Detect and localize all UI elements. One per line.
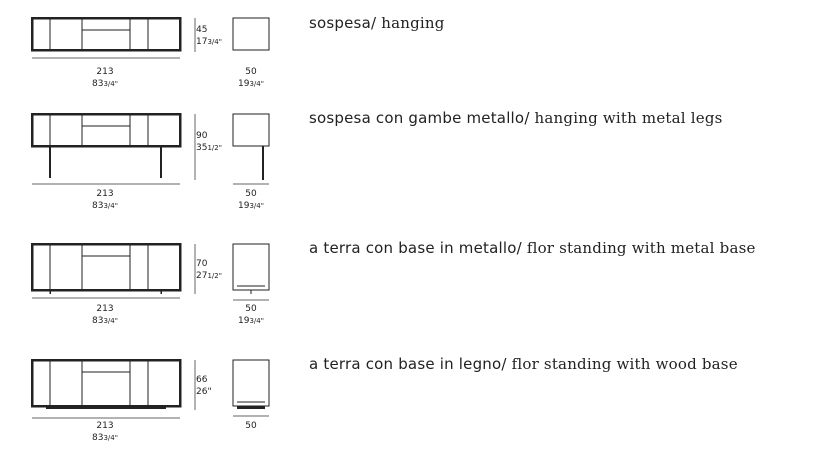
cabinet-outline xyxy=(30,112,182,148)
depth-in-fraction: 3/4" xyxy=(249,80,264,88)
side-view-drawing xyxy=(232,359,270,417)
depth-cm: 50 xyxy=(245,67,257,77)
cabinet-outline xyxy=(30,358,182,408)
depth-cm: 50 xyxy=(245,304,257,314)
height-dimension: 66 26" xyxy=(196,374,212,398)
side-outline xyxy=(232,359,270,407)
height-in: 17 xyxy=(196,37,208,47)
label-italian: a terra con base in legno xyxy=(309,355,502,373)
variant-row-hanging: 213 833/4" 45 173/4" 50 193/4" sospesa/ … xyxy=(0,0,820,110)
side-view-drawing xyxy=(232,113,270,185)
variant-label: sospesa/ hanging xyxy=(309,14,445,32)
front-view-drawing xyxy=(30,112,182,185)
depth-cm: 50 xyxy=(245,189,257,199)
front-view-drawing xyxy=(30,358,182,419)
width-dimension: 213 833/4" xyxy=(70,66,140,90)
front-view-drawing xyxy=(30,242,182,299)
label-english: hanging with metal legs xyxy=(534,109,723,127)
height-dimension-line xyxy=(194,360,196,410)
label-separator: / xyxy=(370,14,382,32)
height-in-fraction: 1/2" xyxy=(207,144,222,152)
width-dimension: 213 833/4" xyxy=(70,188,140,212)
variant-label: a terra con base in metallo/ flor standi… xyxy=(309,239,756,257)
height-dimension-line xyxy=(194,114,196,180)
height-cm: 90 xyxy=(196,131,208,141)
height-in: 35 xyxy=(196,143,208,153)
width-in: 83 xyxy=(92,79,104,89)
height-cm: 66 xyxy=(196,375,208,385)
label-italian: sospesa xyxy=(309,14,371,32)
label-italian: a terra con base in metallo xyxy=(309,239,517,257)
side-outline xyxy=(232,243,270,291)
height-dimension: 45 173/4" xyxy=(196,24,222,48)
height-dimension: 70 271/2" xyxy=(196,258,222,282)
height-dimension-line xyxy=(194,18,196,52)
label-italian: sospesa con gambe metallo xyxy=(309,109,525,127)
width-cm: 213 xyxy=(96,67,114,77)
height-cm: 45 xyxy=(196,25,208,35)
wood-base xyxy=(237,406,265,409)
label-english: flor standing with wood base xyxy=(511,355,738,373)
depth-in-fraction: 3/4" xyxy=(249,317,264,325)
depth-dimension: 50 xyxy=(231,420,271,432)
depth-dimension: 50 193/4" xyxy=(231,303,271,327)
height-in-fraction: 3/4" xyxy=(207,38,222,46)
height-in: 26" xyxy=(196,387,212,397)
variant-label: a terra con base in legno/ flor standing… xyxy=(309,355,738,373)
side-view-drawing xyxy=(232,243,270,301)
side-view-drawing xyxy=(232,17,270,51)
variant-label: sospesa con gambe metallo/ hanging with … xyxy=(309,109,723,127)
width-in: 83 xyxy=(92,201,104,211)
variant-row-floor-wood-base: 213 833/4" 66 26" 50 a terra con base in… xyxy=(0,342,820,452)
width-cm: 213 xyxy=(96,189,114,199)
wood-base xyxy=(46,406,166,409)
height-in: 27 xyxy=(196,271,208,281)
width-in-fraction: 3/4" xyxy=(103,434,118,442)
width-in-fraction: 3/4" xyxy=(103,202,118,210)
depth-in-fraction: 3/4" xyxy=(249,202,264,210)
depth-cm: 50 xyxy=(245,421,257,431)
width-in: 83 xyxy=(92,316,104,326)
variant-row-hanging-metal-legs: 213 833/4" 90 351/2" 50 193/4" sospesa c… xyxy=(0,96,820,211)
width-cm: 213 xyxy=(96,304,114,314)
width-in-fraction: 3/4" xyxy=(103,80,118,88)
height-in-fraction: 1/2" xyxy=(207,272,222,280)
width-dimension: 213 833/4" xyxy=(70,420,140,444)
depth-dimension: 50 193/4" xyxy=(231,66,271,90)
label-english: flor standing with metal base xyxy=(526,239,756,257)
height-cm: 70 xyxy=(196,259,208,269)
depth-dimension: 50 193/4" xyxy=(231,188,271,212)
label-separator: / xyxy=(501,355,512,373)
depth-in: 19 xyxy=(238,201,250,211)
height-dimension-line xyxy=(194,244,196,294)
variant-row-floor-metal-base: 213 833/4" 70 271/2" 50 193/4" a terra c… xyxy=(0,226,820,336)
width-in-fraction: 3/4" xyxy=(103,317,118,325)
label-separator: / xyxy=(524,109,535,127)
label-english: hanging xyxy=(381,14,445,32)
cabinet-outline xyxy=(30,16,182,52)
width-cm: 213 xyxy=(96,421,114,431)
width-in: 83 xyxy=(92,433,104,443)
cabinet-outline xyxy=(30,242,182,292)
front-view-drawing xyxy=(30,16,182,59)
side-outline xyxy=(232,113,270,147)
side-outline xyxy=(232,17,270,51)
height-dimension: 90 351/2" xyxy=(196,130,222,154)
depth-in: 19 xyxy=(238,316,250,326)
depth-in: 19 xyxy=(238,79,250,89)
width-dimension: 213 833/4" xyxy=(70,303,140,327)
label-separator: / xyxy=(516,239,527,257)
